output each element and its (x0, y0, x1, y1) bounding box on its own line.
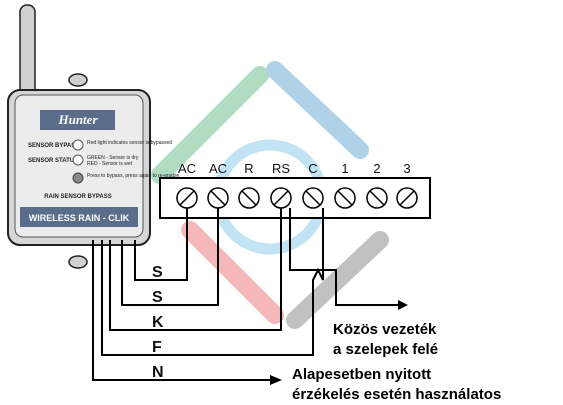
wire-f-c (101, 208, 324, 356)
brand-logo: Hunter (57, 112, 98, 127)
wires (92, 208, 398, 381)
status-note-1: GREEN - Sensor is dry (87, 155, 139, 161)
wire-s-ac2 (121, 208, 219, 306)
wire-letter-k: K (152, 314, 164, 331)
wire-n (92, 240, 270, 381)
status-note-2: RED - Sensor is wet (87, 161, 133, 167)
common-caption-line1: Közös vezeték (333, 321, 437, 338)
antenna (19, 4, 36, 101)
bypass-button[interactable] (72, 172, 84, 184)
terminal-label-ac2: AC (209, 161, 227, 176)
terminal-label-rs: RS (272, 161, 290, 176)
terminal-block: AC AC R RS C 1 2 3 (159, 161, 431, 219)
terminal-label-r: R (244, 161, 253, 176)
product-plate (20, 207, 138, 227)
wire-letter-n: N (152, 364, 164, 381)
arrow-nc (270, 375, 282, 385)
terminal-strip (159, 177, 431, 219)
wire-letter-f: F (152, 339, 162, 356)
sensor-status-label: SENSOR STATUS (28, 158, 78, 164)
terminal-label-1: 1 (341, 161, 348, 176)
terminal-label-c: C (308, 161, 317, 176)
brand-plate (40, 110, 115, 130)
status-light (72, 154, 84, 166)
common-wire (289, 208, 398, 306)
terminal-label-ac1: AC (178, 161, 196, 176)
wire-letter-s1: S (152, 264, 163, 281)
product-name: WIRELESS RAIN - CLIK (29, 213, 130, 223)
sensor-bypass-label: SENSOR BYPASS (28, 143, 79, 149)
mounting-tab-top (68, 73, 88, 87)
terminal-screws (176, 187, 418, 209)
rain-sensor-bypass-label: RAIN SENSOR BYPASS (44, 194, 112, 200)
arrow-common (398, 300, 408, 310)
rain-sensor-device: Hunter SENSOR BYPASS Red light indicates… (7, 4, 179, 269)
bypass-light (72, 139, 84, 151)
wire-s-ac1 (134, 208, 188, 281)
terminal-label-2: 2 (373, 161, 380, 176)
nc-caption-line1: Alapesetben nyitott (292, 366, 431, 383)
mounting-tab-bottom (68, 255, 88, 269)
wire-letter-s2: S (152, 289, 163, 306)
press-note: Press to bypass, press again to re-enabl… (87, 173, 179, 179)
wire-k-rs (109, 208, 282, 331)
nc-caption-line2: érzékelés esetén használatos (292, 386, 501, 403)
common-caption-line2: a szelepek felé (333, 341, 438, 358)
terminal-label-3: 3 (403, 161, 410, 176)
bypass-note: Red light indicates sensor is bypassed (87, 140, 172, 146)
